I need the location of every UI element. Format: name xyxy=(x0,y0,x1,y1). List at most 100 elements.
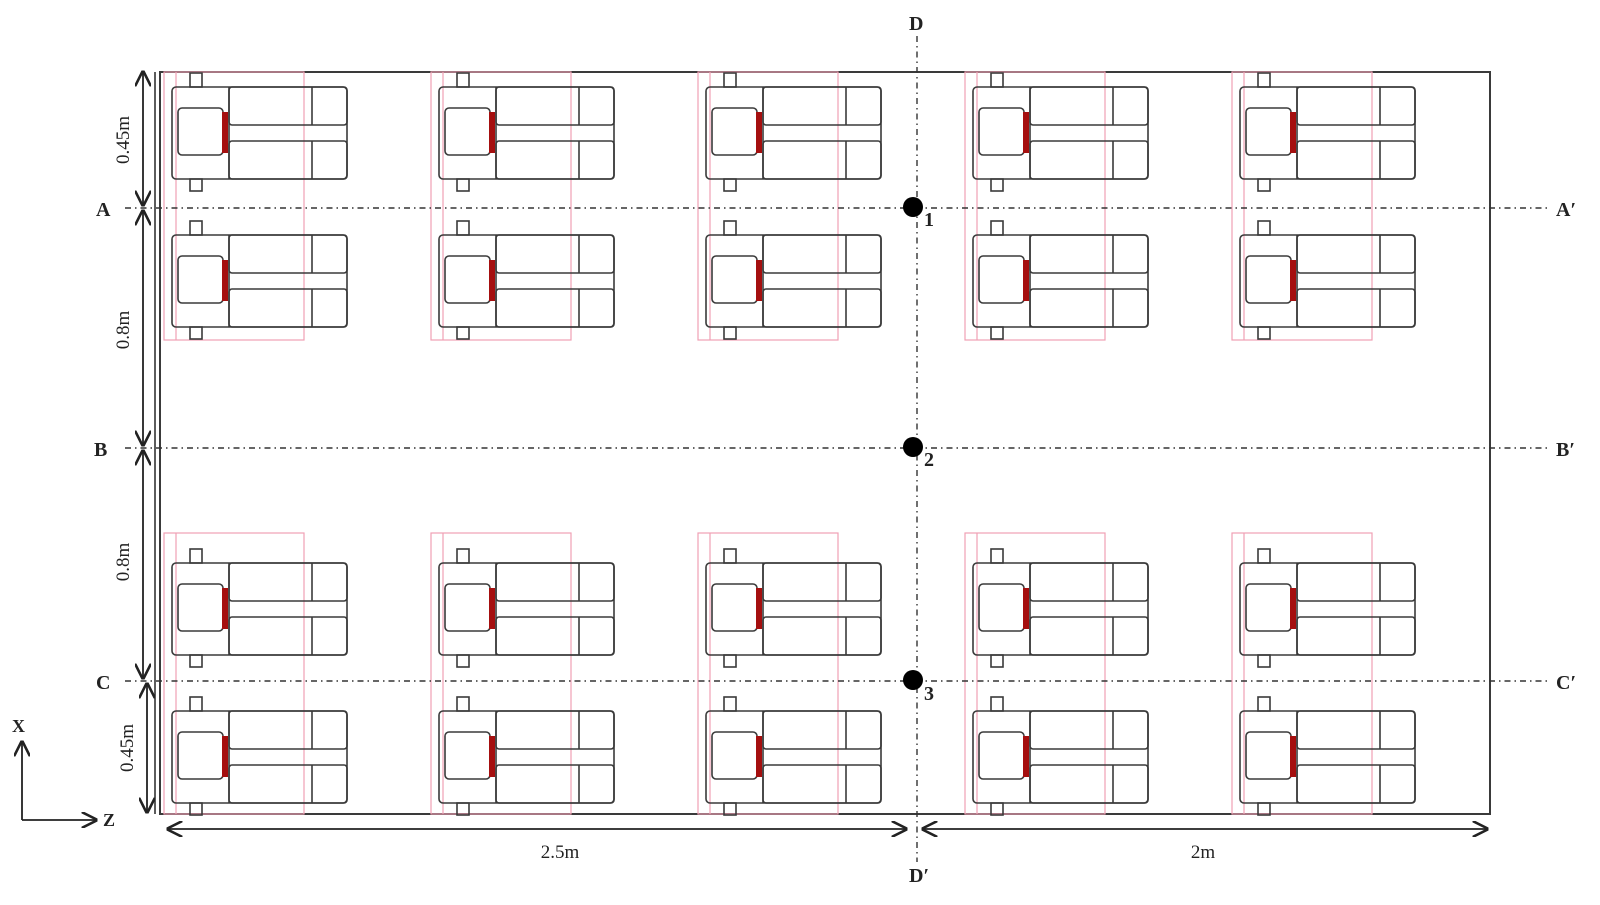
unit-bottom-tab xyxy=(1257,178,1271,192)
unit-upper-slot xyxy=(495,234,615,274)
point-label-2: 2 xyxy=(924,449,934,471)
unit-red-bar xyxy=(756,736,762,777)
unit-upper-slot xyxy=(1296,86,1416,126)
unit-bottom-tab xyxy=(1257,654,1271,668)
coordinate-axes xyxy=(22,742,96,820)
unit-upper-slot xyxy=(228,710,348,750)
unit-upper-slot xyxy=(1296,562,1416,602)
unit-inner-box xyxy=(444,107,491,156)
unit-upper-slot xyxy=(1029,710,1149,750)
unit-inner-box xyxy=(711,583,758,632)
point-label-3: 3 xyxy=(924,683,934,705)
unit-inner-box xyxy=(711,255,758,304)
label-b-prime: B′ xyxy=(1556,439,1575,461)
unit-body xyxy=(171,234,348,328)
unit-body xyxy=(972,234,1149,328)
unit-red-bar xyxy=(756,260,762,301)
vertical-dimensions xyxy=(143,72,147,812)
unit-inner-box xyxy=(177,107,224,156)
unit-top-tab xyxy=(1257,72,1271,88)
unit-bottom-tab xyxy=(1257,326,1271,340)
unit-body xyxy=(438,234,615,328)
unit-red-bar xyxy=(489,588,495,629)
unit-lower-slot xyxy=(762,764,882,804)
unit-inner-box xyxy=(978,107,1025,156)
label-c: C xyxy=(96,672,110,694)
unit-inner-box xyxy=(711,731,758,780)
unit-top-tab xyxy=(456,548,470,564)
unit-bottom-tab xyxy=(723,326,737,340)
unit-inner-box xyxy=(444,731,491,780)
unit-top-tab xyxy=(189,548,203,564)
unit-top-tab xyxy=(1257,696,1271,712)
unit-red-bar xyxy=(756,112,762,153)
unit-upper-slot xyxy=(228,234,348,274)
unit-body xyxy=(972,562,1149,656)
unit-red-bar xyxy=(1023,260,1029,301)
unit-body xyxy=(438,562,615,656)
unit-body xyxy=(972,86,1149,180)
dim-label-v3: 0.8m xyxy=(113,543,134,582)
unit-inner-box xyxy=(177,255,224,304)
unit-red-bar xyxy=(1290,588,1296,629)
label-a-prime: A′ xyxy=(1556,199,1576,221)
point-label-1: 1 xyxy=(924,209,934,231)
unit-inner-box xyxy=(1245,583,1292,632)
unit-inner-box xyxy=(711,107,758,156)
unit-body xyxy=(705,710,882,804)
unit-upper-slot xyxy=(1296,710,1416,750)
unit-red-bar xyxy=(1290,112,1296,153)
unit-upper-slot xyxy=(762,234,882,274)
unit-lower-slot xyxy=(228,616,348,656)
unit-upper-slot xyxy=(228,562,348,602)
unit-inner-box xyxy=(978,583,1025,632)
unit-lower-slot xyxy=(1029,764,1149,804)
unit-body xyxy=(705,86,882,180)
unit-pink-frame xyxy=(697,71,839,341)
unit-upper-slot xyxy=(1029,234,1149,274)
unit-red-bar xyxy=(222,112,228,153)
unit-body xyxy=(438,86,615,180)
unit-upper-slot xyxy=(495,710,615,750)
unit-pink-frame xyxy=(430,532,572,815)
unit-bottom-tab xyxy=(723,654,737,668)
equipment-units xyxy=(163,71,1416,816)
unit-pink-frame xyxy=(430,71,572,341)
unit-top-tab xyxy=(990,548,1004,564)
unit-body xyxy=(705,234,882,328)
label-a: A xyxy=(96,199,111,221)
unit-upper-slot xyxy=(1296,234,1416,274)
unit-bottom-tab xyxy=(456,654,470,668)
unit-lower-slot xyxy=(1029,288,1149,328)
unit-body xyxy=(972,710,1149,804)
dim-label-v1: 0.45m xyxy=(113,116,134,164)
unit-red-bar xyxy=(1290,260,1296,301)
unit-upper-slot xyxy=(495,562,615,602)
unit-top-tab xyxy=(1257,548,1271,564)
unit-red-bar xyxy=(756,588,762,629)
unit-red-bar xyxy=(222,260,228,301)
unit-lower-slot xyxy=(1296,288,1416,328)
unit-top-tab xyxy=(990,696,1004,712)
unit-top-tab xyxy=(189,72,203,88)
unit-lower-slot xyxy=(1029,140,1149,180)
unit-top-tab xyxy=(189,220,203,236)
axis-label-x: X xyxy=(12,716,25,736)
unit-bottom-tab xyxy=(189,178,203,192)
unit-bottom-tab xyxy=(723,178,737,192)
unit-red-bar xyxy=(1023,112,1029,153)
unit-top-tab xyxy=(456,220,470,236)
unit-body xyxy=(1239,234,1416,328)
unit-upper-slot xyxy=(495,86,615,126)
unit-lower-slot xyxy=(1296,616,1416,656)
unit-lower-slot xyxy=(228,288,348,328)
dim-label-v2: 0.8m xyxy=(113,311,134,350)
unit-pink-frame xyxy=(964,532,1106,815)
unit-inner-box xyxy=(1245,107,1292,156)
label-c-prime: C′ xyxy=(1556,672,1576,694)
unit-inner-box xyxy=(177,583,224,632)
unit-upper-slot xyxy=(762,562,882,602)
unit-inner-box xyxy=(1245,255,1292,304)
unit-bottom-tab xyxy=(990,654,1004,668)
